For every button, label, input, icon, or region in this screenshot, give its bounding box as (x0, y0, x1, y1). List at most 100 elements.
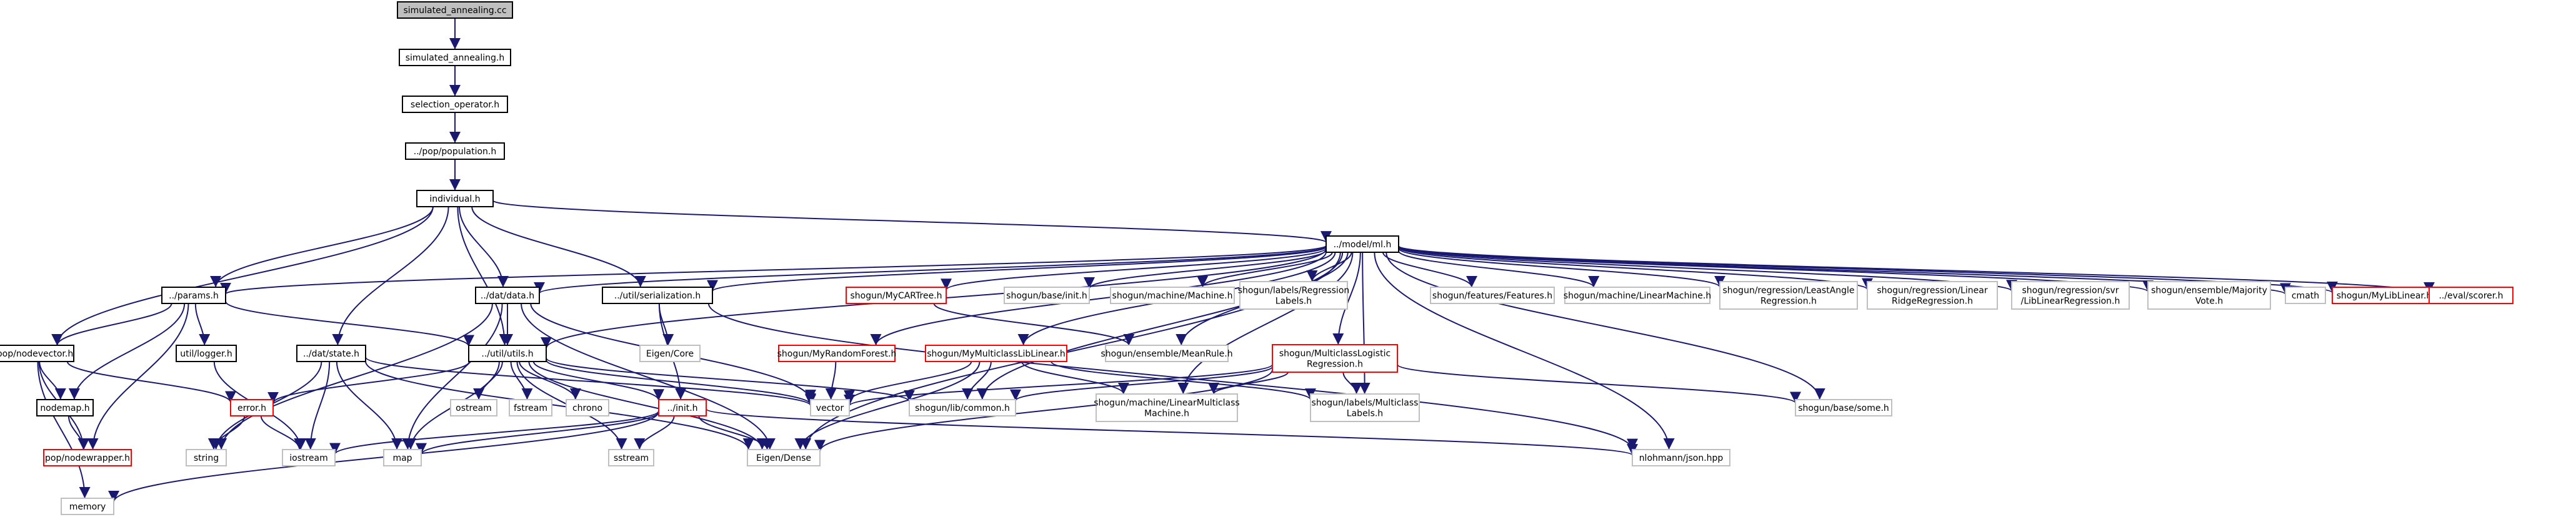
node-label: Labels.h (1347, 409, 1383, 419)
node-sah[interactable]: simulated_annealing.h (399, 49, 511, 66)
node-eigcore: Eigen/Core (639, 345, 701, 362)
edge-ind-to-params (210, 206, 434, 288)
node-label: vector (816, 403, 844, 413)
node-mylib[interactable]: shogun/MyLibLinear.h (2332, 287, 2437, 304)
edge-init-to-map (416, 411, 659, 455)
edge-state-to-map (336, 361, 403, 450)
node-box (810, 399, 850, 416)
edge-params-to-nvec (51, 303, 172, 346)
node-box (1795, 399, 1892, 416)
edge-ml-to-reglab (1306, 252, 1352, 282)
node-box (176, 345, 237, 362)
node-box (639, 345, 701, 362)
edge-state-to-eigden (365, 361, 754, 450)
node-box (186, 449, 227, 466)
node-label: shogun/regression/Linear (1877, 286, 1987, 296)
node-box (747, 449, 821, 466)
node-scorer[interactable]: ../eval/scorer.h (2429, 287, 2514, 304)
edge-state-to-vector (365, 357, 816, 406)
node-myrf[interactable]: shogun/MyRandomForest.h (777, 345, 897, 362)
node-nodemap[interactable]: nodemap.h (36, 399, 94, 416)
node-box (1272, 344, 1398, 373)
edge-ml-to-data (534, 245, 1327, 294)
node-label: Vote.h (2195, 297, 2223, 307)
edge-ind-to-utils (457, 206, 511, 346)
node-cart[interactable]: shogun/MyCARTree.h (846, 287, 947, 304)
node-pop[interactable]: ../pop/population.h (405, 142, 505, 160)
node-label: fstream (514, 403, 547, 413)
node-string: string (186, 449, 227, 466)
node-label: shogun/MyCARTree.h (851, 291, 942, 301)
node-box (230, 399, 274, 416)
node-logger[interactable]: util/logger.h (176, 345, 237, 362)
node-ml[interactable]: ../model/ml.h (1325, 235, 1399, 253)
node-box (43, 449, 132, 466)
node-root[interactable]: simulated_annealing.cc (397, 1, 513, 19)
node-box (475, 287, 540, 304)
edge-utils-to-init (532, 361, 664, 401)
node-feat: shogun/features/Features.h (1430, 287, 1555, 304)
node-box (416, 190, 494, 207)
node-label: pop/nodevector.h (0, 349, 73, 359)
edge-error-to-string (207, 415, 246, 450)
dependency-nodes: simulated_annealing.cc simulated_annealin… (0, 1, 2514, 515)
edge-nvec-to-error (66, 361, 236, 403)
node-data[interactable]: ../dat/data.h (475, 287, 540, 304)
node-label: Eigen/Core (646, 349, 694, 359)
edge-mclogreg-to-common (1010, 366, 1273, 401)
node-label: shogun/regression/svr (2022, 286, 2119, 296)
node-state[interactable]: ../dat/state.h (296, 345, 366, 362)
node-init[interactable]: ../init.h (658, 399, 707, 416)
node-nvec[interactable]: pop/nodevector.h (0, 345, 74, 362)
node-params[interactable]: ../params.h (161, 287, 226, 304)
edge-myrf-to-vector (825, 361, 837, 400)
node-mymcll[interactable]: shogun/MyMulticlassLibLinear.h (925, 345, 1067, 362)
node-label: shogun/lib/common.h (915, 403, 1010, 413)
edge-ml-to-mclogreg (1332, 252, 1361, 345)
edge-ml-to-cart (941, 247, 1327, 291)
edge-nodemap-to-nwrap (67, 415, 90, 450)
node-binit: shogun/base/init.h (1004, 287, 1090, 304)
node-label: simulated_annealing.h (406, 53, 505, 63)
edge-ser-to-json (707, 303, 1638, 450)
node-sel[interactable]: selection_operator.h (402, 96, 508, 113)
edge-init-to-sstream (634, 415, 675, 450)
node-utils[interactable]: ../util/utils.h (468, 345, 547, 362)
node-label: /LibLinearRegression.h (2021, 297, 2120, 307)
node-box (925, 345, 1067, 362)
node-fstream: fstream (509, 399, 552, 416)
edge-ml-to-params (221, 245, 1327, 295)
edge-mclogreg-to-mclab (1342, 372, 1362, 395)
node-label: ../util/serialization.h (614, 291, 701, 301)
node-box (566, 399, 609, 416)
dependency-edges (37, 18, 2435, 503)
node-label: ../params.h (169, 291, 219, 301)
node-box (1867, 281, 1998, 310)
node-box (1105, 345, 1229, 362)
node-ser[interactable]: ../util/serialization.h (602, 287, 713, 304)
node-label: selection_operator.h (411, 100, 499, 110)
edge-mclogreg-to-lmcm (1208, 372, 1289, 395)
node-nwrap[interactable]: pop/nodewrapper.h (43, 449, 132, 466)
node-label: shogun/regression/LeastAngle (1722, 286, 1854, 296)
node-label: iostream (289, 453, 328, 463)
node-label: ostream (456, 403, 492, 413)
node-label: Machine.h (1144, 409, 1189, 419)
node-box (1430, 287, 1555, 304)
node-box (402, 96, 508, 113)
edge-ml-to-lmcm (1177, 252, 1354, 395)
node-box (1564, 287, 1710, 304)
node-box (1110, 287, 1235, 304)
node-box (909, 399, 1016, 416)
node-error[interactable]: error.h (230, 399, 274, 416)
node-ostream: ostream (450, 399, 497, 416)
node-label: shogun/machine/LinearMulticlass (1094, 398, 1239, 408)
node-label: shogun/ensemble/MeanRule.h (1101, 349, 1232, 359)
edge-ml-to-ser (707, 246, 1327, 292)
edge-cart-to-meanrule (933, 303, 1135, 346)
node-ind[interactable]: individual.h (416, 190, 494, 207)
node-box (602, 287, 713, 304)
node-json: nlohmann/json.hpp (1632, 449, 1730, 466)
